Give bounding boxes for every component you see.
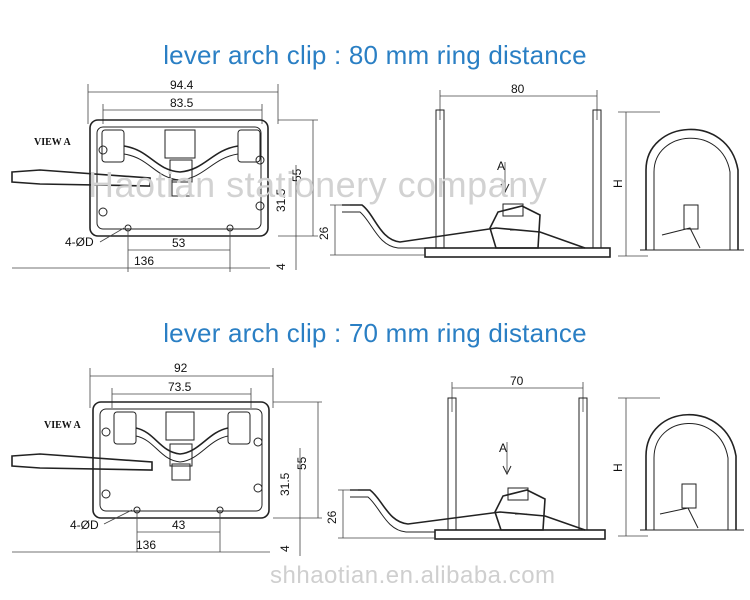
ring-distance-70: 70: [510, 374, 524, 388]
dim-inner-width: 83.5: [170, 96, 194, 110]
view-label-80: VIEW A: [34, 137, 72, 148]
top-view-80: 94.4 83.5: [11, 78, 318, 272]
dim-margin: 4: [274, 263, 288, 270]
dim-height-70: 55: [295, 456, 309, 470]
ring-height-70: H: [611, 463, 625, 472]
side-height: 26: [317, 226, 331, 240]
holes-note-70: 4-ØD: [70, 518, 99, 532]
dim-mid-70: 31.5: [278, 472, 292, 496]
ring-view-80: H: [611, 111, 744, 257]
dim-base: 136: [134, 254, 154, 268]
dim-overall-width-70: 92: [174, 361, 188, 375]
ring-view-70: H: [611, 397, 744, 537]
site-watermark: shhaotian.en.alibaba.com: [270, 562, 556, 589]
ring-distance: 80: [511, 82, 525, 96]
heading-70mm: lever arch clip : 70 mm ring distance: [163, 318, 587, 348]
ring-height: H: [611, 179, 625, 188]
dim-margin-70: 4: [278, 545, 292, 552]
side-view-80: 80 A 26: [317, 82, 611, 258]
dim-base-70: 136: [136, 538, 156, 552]
dim-height: 55: [290, 168, 304, 182]
heading-80mm: lever arch clip : 80 mm ring distance: [163, 40, 587, 70]
view-label-70: VIEW A: [44, 420, 82, 431]
top-view-70: 92 73.5 VIEW A 55: [11, 361, 322, 556]
arrow-label: A: [497, 159, 505, 173]
arrow-label-70: A: [499, 441, 507, 455]
dim-hole-spacing: 53: [172, 236, 186, 250]
company-watermark: Haotian stationery company: [88, 164, 548, 205]
side-view-70: 70 A 26: [325, 374, 606, 540]
dim-inner-width-70: 73.5: [168, 380, 192, 394]
dim-overall-width: 94.4: [170, 78, 194, 92]
dim-mid: 31.5: [274, 188, 288, 212]
dim-hole-spacing-70: 43: [172, 518, 186, 532]
side-height-70: 26: [325, 510, 339, 524]
holes-note: 4-ØD: [65, 235, 94, 249]
